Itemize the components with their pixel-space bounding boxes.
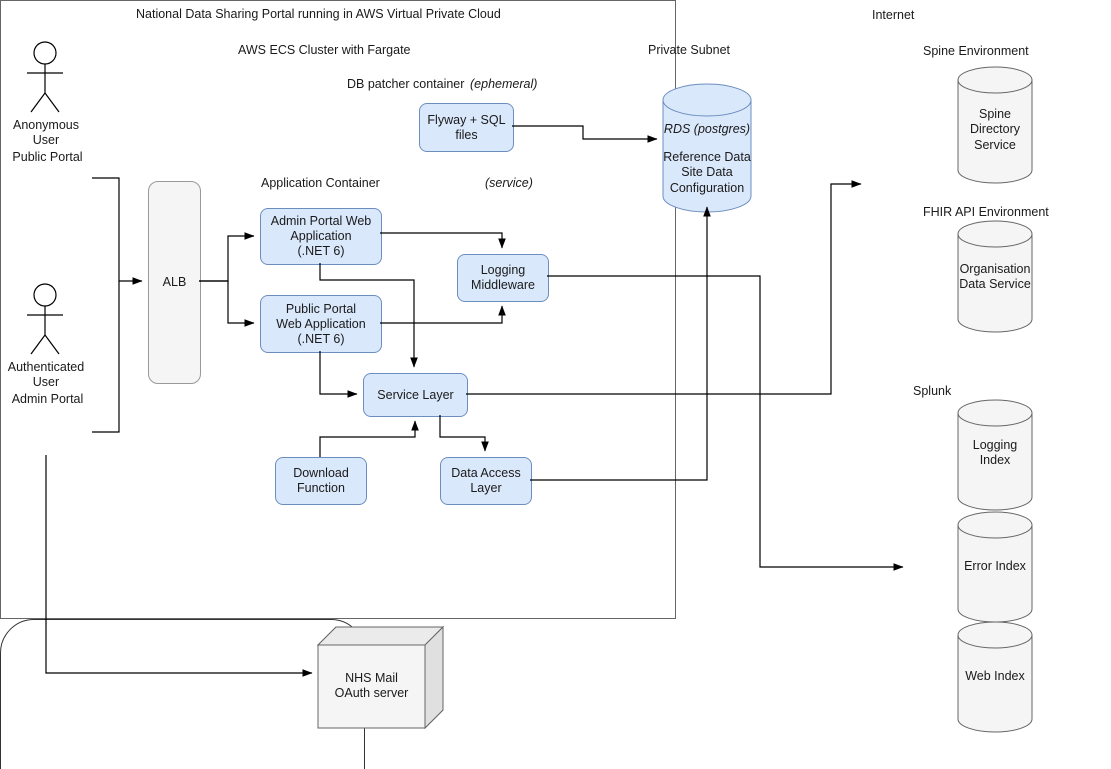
application-container-tag: (service) bbox=[485, 176, 533, 190]
web-index-label: Web Index bbox=[965, 669, 1025, 684]
data-access-layer-node[interactable]: Data Access Layer bbox=[440, 457, 532, 505]
logging-index-label: Logging Index bbox=[972, 437, 1018, 467]
public-portal-title: Public Portal bbox=[12, 149, 83, 164]
logging-middleware-node[interactable]: Logging Middleware bbox=[457, 254, 549, 302]
admin-portal-title: Admin Portal bbox=[11, 391, 84, 406]
splunk-title: Splunk bbox=[913, 384, 952, 398]
ecs-cluster-boundary bbox=[0, 619, 365, 769]
authenticated-user-label: Authenticated User bbox=[7, 359, 85, 389]
spine-environment-title: Spine Environment bbox=[923, 44, 1029, 58]
db-patcher-tag: (ephemeral) bbox=[470, 77, 538, 91]
application-container-title: Application Container bbox=[261, 176, 380, 190]
vpc-title: National Data Sharing Portal running in … bbox=[136, 7, 501, 21]
flyway-sql-files-node[interactable]: Flyway + SQL files bbox=[419, 103, 514, 152]
download-function-node[interactable]: Download Function bbox=[275, 457, 367, 505]
nhs-mail-oauth-server-label: NHS Mail OAuth server bbox=[334, 670, 409, 700]
private-subnet-title: Private Subnet bbox=[648, 43, 730, 57]
error-index-label: Error Index bbox=[964, 559, 1026, 574]
organisation-data-service-label: Organisation Data Service bbox=[959, 261, 1031, 291]
rds-subtitle: RDS (postgres) bbox=[663, 122, 751, 137]
fhir-api-environment-title: FHIR API Environment bbox=[923, 205, 1049, 219]
alb-node[interactable]: ALB bbox=[148, 181, 201, 384]
rds-contents: Reference Data Site Data Configuration bbox=[663, 150, 751, 195]
public-portal-web-app-node[interactable]: Public Portal Web Application (.NET 6) bbox=[260, 295, 382, 353]
admin-portal-web-app-node[interactable]: Admin Portal Web Application (.NET 6) bbox=[260, 208, 382, 265]
ecs-cluster-title: AWS ECS Cluster with Fargate bbox=[236, 43, 413, 57]
db-patcher-title: DB patcher container bbox=[347, 77, 465, 91]
anonymous-user-label: Anonymous User bbox=[12, 117, 79, 147]
spine-directory-service-label: Spine Directory Service bbox=[969, 107, 1020, 152]
internet-title: Internet bbox=[872, 8, 915, 22]
service-layer-node[interactable]: Service Layer bbox=[363, 373, 468, 417]
